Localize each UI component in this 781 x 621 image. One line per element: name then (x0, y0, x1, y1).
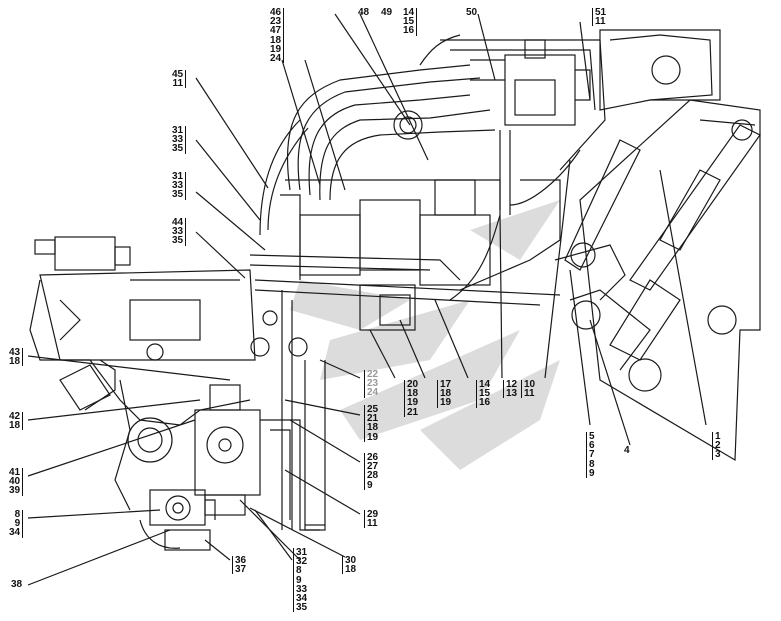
callout-8-9-34: 8 9 34 (9, 510, 24, 538)
callout-5-6-7-8-9: 5 6 7 8 9 (586, 431, 595, 478)
callout-50: 50 (466, 7, 478, 18)
callout-17-18-19: 17 18 19 (437, 380, 451, 408)
watermark-logo (290, 200, 560, 470)
callout-22-23-24: 22 23 24 (364, 370, 378, 398)
callout-31-33-35-a: 31 33 35 (172, 126, 187, 154)
callout-48: 48 (358, 7, 370, 18)
callout-43-18: 43 18 (9, 347, 24, 367)
callout-4: 4 (624, 445, 630, 456)
callout-38: 38 (11, 579, 23, 590)
callout-31-32-8-9-33-34-35: 31 32 8 9 33 34 35 (293, 547, 307, 613)
callout-44-33-35: 44 33 35 (172, 218, 187, 246)
callout-36-37: 36 37 (232, 555, 246, 575)
callout-14-15-16-bottom: 14 15 16 (476, 380, 490, 408)
callout-45-11: 45 11 (172, 69, 187, 89)
callout-30-18: 30 18 (342, 555, 356, 575)
drawing-linework (27, 13, 761, 586)
callout-25-21-18-19: 25 21 18 19 (364, 405, 378, 442)
callout-41-40-39: 41 40 39 (9, 468, 24, 496)
callout-29-11: 29 11 (364, 509, 378, 529)
callout-42-18: 42 18 (9, 411, 24, 431)
callout-14-15-16-top: 14 15 16 (403, 8, 418, 36)
callout-12-13: 12 13 (503, 379, 517, 399)
callout-26-27-28-9: 26 27 28 9 (364, 453, 378, 490)
callout-1-2-3: 1 2 3 (712, 432, 721, 460)
callout-31-33-35-b: 31 33 35 (172, 172, 187, 200)
callout-10-11: 10 11 (521, 379, 535, 399)
callout-51-11: 51 11 (592, 7, 606, 27)
callout-46: 46 23 47 18 19 24 (270, 7, 285, 64)
callout-49: 49 (381, 7, 393, 18)
callout-20-18-19-21: 20 18 19 21 (404, 380, 418, 417)
